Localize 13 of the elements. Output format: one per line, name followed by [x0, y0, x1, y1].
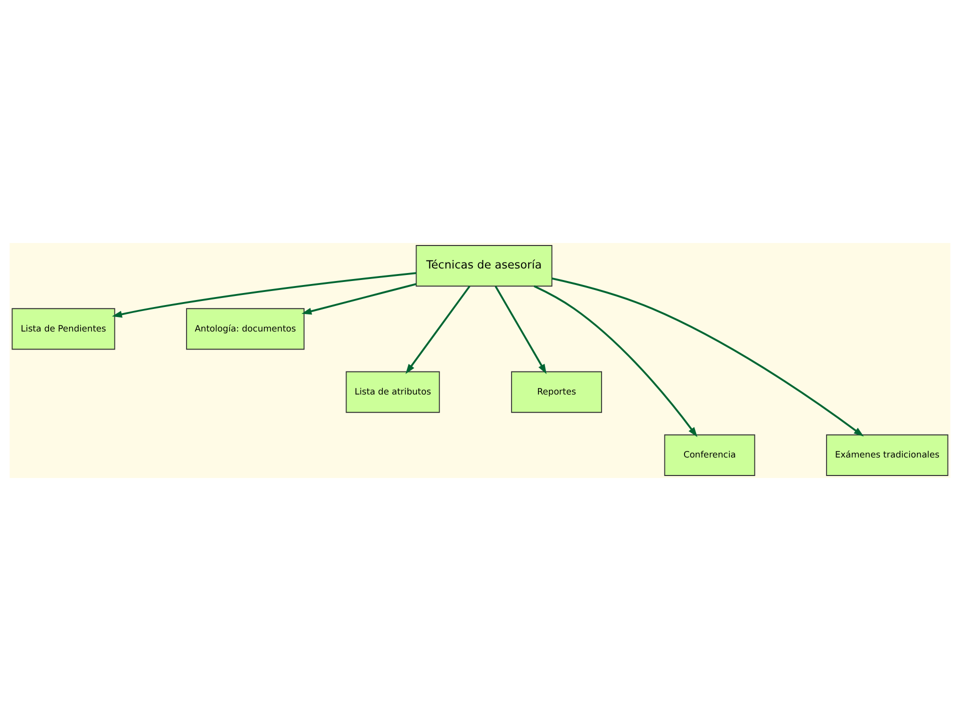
arrow	[302, 282, 416, 314]
node-box: Conferencia	[664, 434, 756, 476]
node-box: Antología: documentos	[186, 308, 305, 350]
arrow	[406, 285, 470, 374]
node-box: Lista de atributos	[346, 370, 440, 412]
node-box: Exámenes tradicionales	[826, 434, 948, 476]
arrow	[534, 284, 698, 437]
arrow	[552, 277, 864, 436]
node-box: Reportes	[511, 370, 602, 412]
arrow	[494, 285, 547, 374]
node-box: Lista de Pendientes	[12, 308, 116, 350]
arrow	[112, 272, 416, 318]
node-box: Técnicas de asesoría	[416, 244, 552, 286]
